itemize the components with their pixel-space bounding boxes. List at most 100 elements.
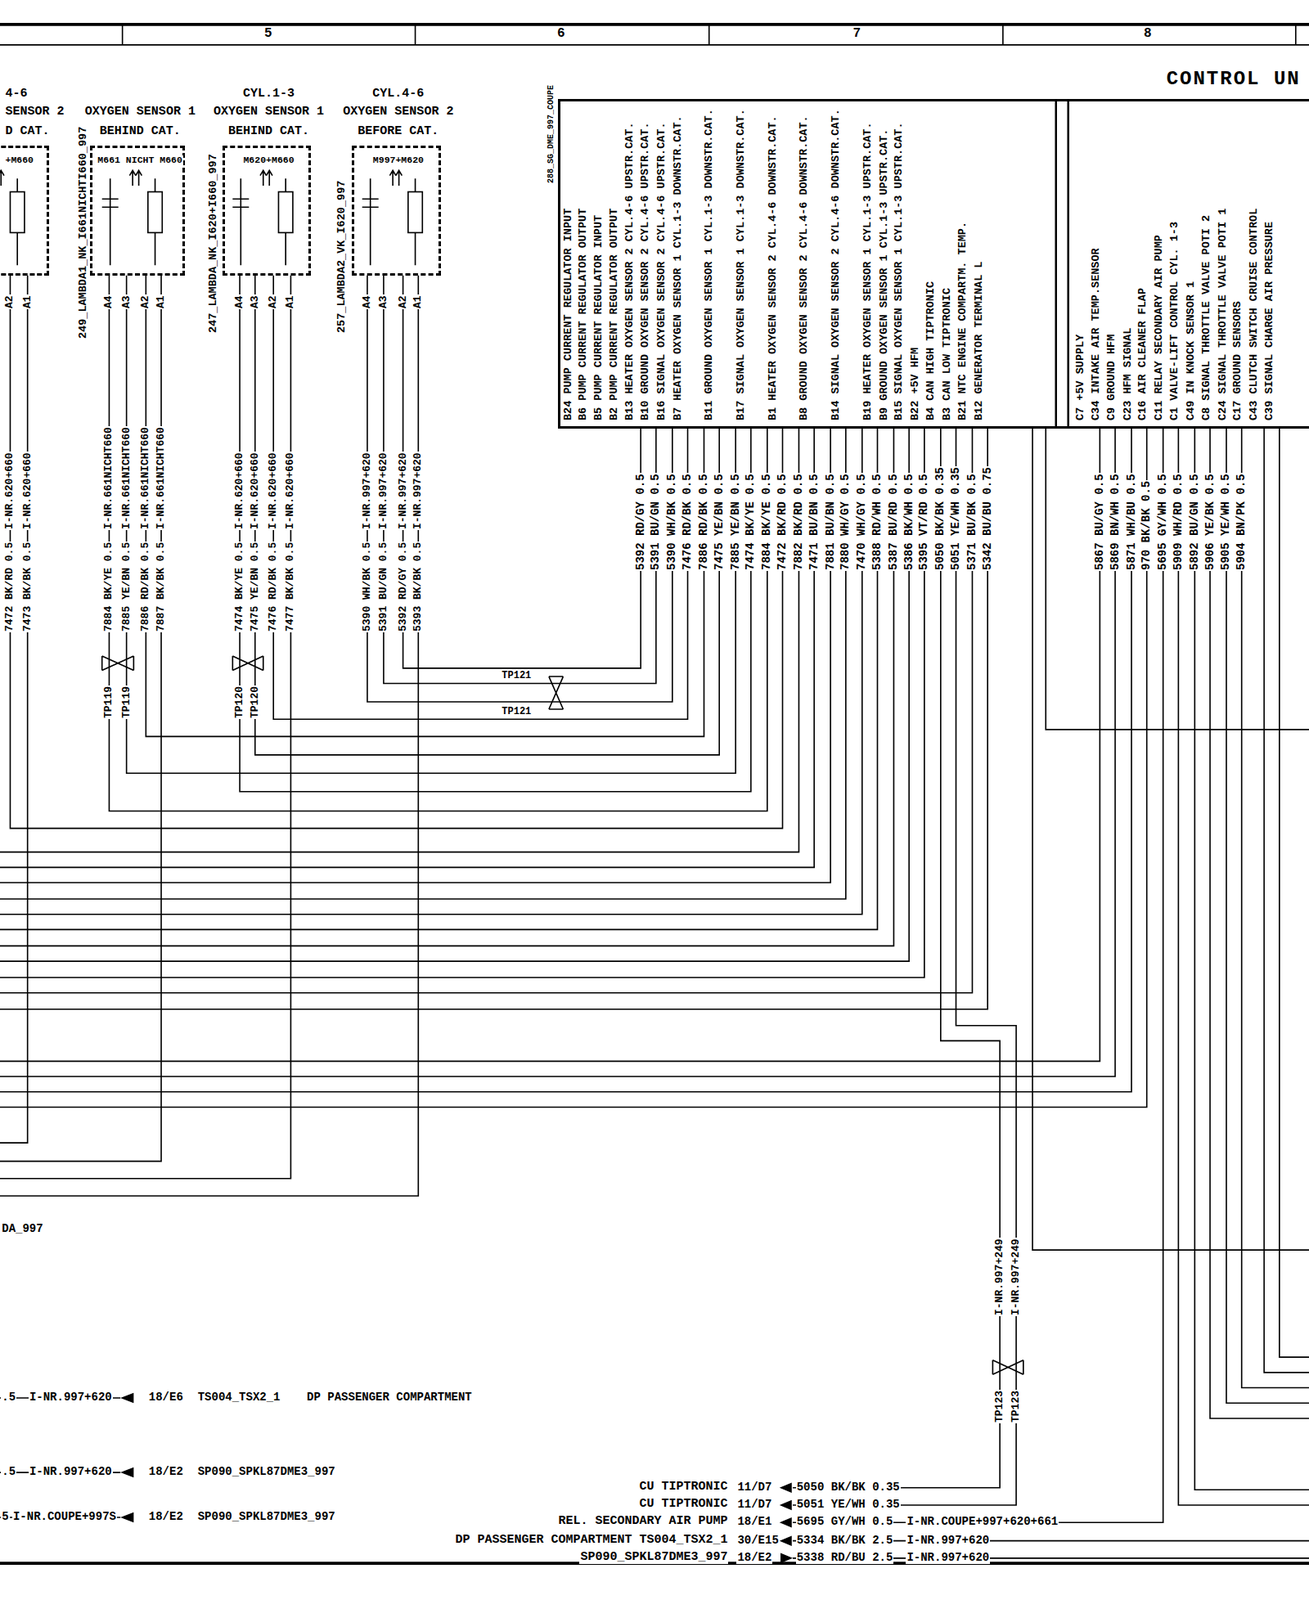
test-point-label: TP119 [103, 685, 115, 720]
pin-name: C8 SIGNAL THROTTLE VALVE POTI 2 [1201, 214, 1214, 422]
connector-symbol [779, 1535, 792, 1546]
variant-label: I-NR.COUPE+997S [12, 1511, 117, 1524]
wire-label: 5390 WH/BK 0.5 [361, 541, 374, 633]
variant-label: I-NR.661NICHT660 [103, 427, 115, 531]
pin-name: C23 HFM SIGNAL [1122, 327, 1135, 422]
connector-symbol [779, 1483, 792, 1494]
connector-symbol [120, 1512, 134, 1523]
sensor-symbol [0, 170, 18, 266]
pin-name: B11 GROUND OXYGEN SENSOR 1 CYL.1-3 DOWNS… [703, 107, 716, 422]
sensor-title: 4-6 [4, 87, 28, 102]
terminal-name: DP PASSENGER COMPARTMENT [305, 1391, 473, 1404]
variant-label: I-NR.661NICHT660 [139, 427, 152, 531]
wire [792, 428, 1017, 1506]
sensor-box: OXYGEN SENSOR 1BEHIND CAT.M661 NICHT M66… [89, 145, 185, 275]
heater-symbol [148, 192, 162, 234]
variant-label: I-NR.620+660 [4, 452, 16, 531]
sensor-symbol [232, 170, 293, 266]
pin-name: B8 GROUND OXYGEN SENSOR 2 CYL.4-6 DOWNST… [798, 114, 811, 422]
wire-label: .5 [0, 1466, 17, 1479]
pin-name: B6 PUMP CURRENT REGULATOR OUTPUT [577, 207, 590, 422]
wire-label: 5388 RD/WH 0.5 [871, 473, 884, 572]
variant-label: I-NR.620+660 [233, 452, 246, 531]
wire-label: 7470 WH/GY 0.5 [855, 473, 869, 572]
wire-label: 5695 GY/WH 0.5 [796, 1515, 895, 1529]
wire-label: 5 [0, 1511, 9, 1524]
wire-label: 5392 RD/GY 0.5 [634, 473, 648, 572]
terminal-name: SP090_SPKL87DME3_997 [197, 1511, 337, 1524]
variant-label: I-NR.997+620 [28, 1466, 113, 1479]
sheet-reference: 18/E2 [148, 1511, 185, 1524]
sheet-reference: 18/E2 [148, 1466, 185, 1479]
sensor-symbol [362, 170, 423, 266]
pin-name: B16 SIGNAL OXYGEN SENSOR 2 CYL.4-6 UPSTR… [656, 121, 669, 422]
ground-wire [0, 275, 419, 1197]
wire-label: 7476 RD/BK 0.5 [681, 473, 694, 572]
wire-label: 5905 YE/WH 0.5 [1219, 473, 1233, 572]
wire-label: 5867 BU/GY 0.5 [1093, 473, 1107, 572]
pin-name: B10 GROUND OXYGEN SENSOR 2 CYL.4-6 UPSTR… [639, 121, 653, 422]
connector-code: M661 NICHT M660 [96, 155, 184, 167]
pin-name: B7 HEATER OXYGEN SENSOR 1 CYL.1-3 DOWNST… [672, 114, 685, 422]
variant-label: I-NR.997+620 [28, 1391, 113, 1404]
pin-label: A3 [377, 294, 390, 310]
variant-label: I-NR.997+620 [377, 452, 390, 531]
wire-label: 5051 YE/WH 0.35 [949, 466, 963, 572]
destination-name: CU TIPTRONIC [638, 1497, 729, 1512]
pin-name: B1 HEATER OXYGEN SENSOR 2 CYL.4-6 DOWNST… [767, 114, 780, 422]
sensor-title: OXYGEN SENSOR 1 [84, 105, 197, 120]
sensor-title: SENSOR 2 [4, 105, 65, 120]
wire-label: 7882 BK/RD 0.5 [792, 473, 806, 572]
sensor-title: OXYGEN SENSOR 1 [212, 105, 325, 120]
wire-label: .5 [0, 1391, 17, 1404]
destination-name: SP090_SPKL87DME3_997 [579, 1551, 729, 1566]
wire-label: 5387 BU/RD 0.5 [887, 473, 900, 572]
pin-label: A2 [267, 294, 279, 310]
wire-label: 5869 BN/WH 0.5 [1109, 473, 1122, 572]
sensor-title: CYL.1-3 [242, 87, 296, 102]
wire-label: 5695 GY/WH 0.5 [1156, 473, 1170, 572]
wire-label: 5050 BK/BK 0.35 [796, 1481, 901, 1494]
pin-name: B9 GROUND OXYGEN SENSOR 1 CYL.1-3 UPSTR.… [878, 128, 891, 422]
wire [0, 1398, 121, 1518]
wire-label: 7886 RD/BK 0.5 [697, 473, 711, 572]
pin-name: C24 SIGNAL THROTTLE VALVE POTI 1 [1217, 207, 1230, 422]
column-number: 5 [263, 26, 274, 42]
pin-name: B4 CAN HIGH TIPTRONIC [925, 280, 938, 422]
pin-name: B3 CAN LOW TIPTRONIC [941, 287, 954, 422]
wire-label: 7472 BK/RD 0.5 [4, 541, 16, 633]
wire-label: 7475 YE/BN 0.5 [249, 541, 261, 633]
sheet-reference: 30/E15 [736, 1534, 779, 1548]
wire-label: 5342 BU/BU 0.75 [981, 466, 995, 572]
component-name: 247_LAMBDA_NK_I620+I660_997 [207, 153, 221, 335]
frame-line [0, 24, 1309, 1564]
pin-name: C43 CLUTCH SWITCH CRUISE CONTROL [1248, 207, 1261, 422]
unit-title: CONTROL UN [1165, 68, 1302, 90]
wire-label: 5392 RD/GY 0.5 [397, 541, 410, 633]
sensor-box: CYL.4-6OXYGEN SENSOR 2BEFORE CAT.M997+M6… [351, 145, 441, 275]
wire-label: 7880 WH/GY 0.5 [839, 473, 852, 572]
wire-label: 5892 BU/GN 0.5 [1188, 473, 1202, 572]
variant-label: I-NR.997+620 [412, 452, 424, 531]
pin-label: A1 [155, 294, 167, 310]
wire-label: 7887 BK/BK 0.5 [155, 541, 167, 633]
wire-label: 5050 BK/BK 0.35 [934, 466, 947, 572]
sensor-box: 4-6SENSOR 2D CAT.+M660 [0, 145, 50, 275]
pin-name: C16 AIR CLEANER FLAP [1137, 287, 1150, 422]
pin-label: A3 [121, 294, 133, 310]
wire-label: 5871 WH/BU 0.5 [1125, 473, 1139, 572]
connector-symbol [120, 1393, 134, 1404]
pin-name: C17 GROUND SENSORS [1232, 300, 1245, 422]
sensor-title: BEFORE CAT. [356, 125, 440, 140]
sensor-symbol [0, 170, 25, 266]
destination-name: REL. SECONDARY AIR PUMP [557, 1515, 729, 1530]
pin-name: B19 HEATER OXYGEN SENSOR 1 CYL.1-3 UPSTR… [862, 121, 875, 422]
variant-label: I-NR.997+249 [1010, 1237, 1022, 1317]
wire-label: 7884 BK/YE 0.5 [103, 541, 115, 633]
drawing-reference: DA_997 [0, 1223, 44, 1236]
sensor-symbol [102, 170, 156, 266]
wire-label: 5909 WH/RD 0.5 [1172, 473, 1185, 572]
sheet-reference: 18/E6 [148, 1391, 185, 1404]
component-name: 257_LAMBDA2_VK_I620_997 [336, 179, 349, 334]
